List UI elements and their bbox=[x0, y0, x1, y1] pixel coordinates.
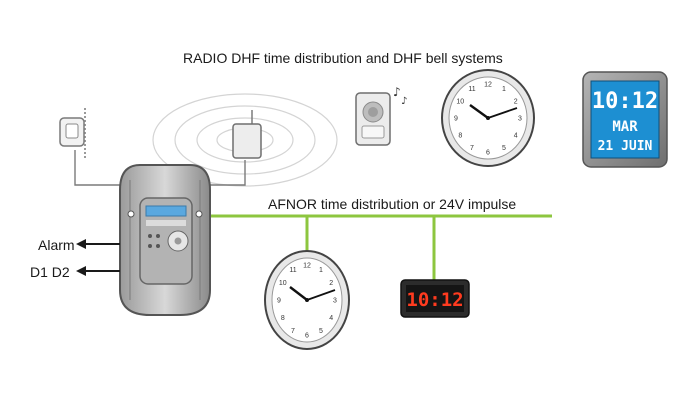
master-clock-unit bbox=[119, 164, 211, 316]
lcd-clock-display: 10:12 MAR 21 JUIN bbox=[582, 71, 668, 168]
lcd-day: 21 JUIN bbox=[598, 139, 653, 154]
clock-numeral: 2 bbox=[514, 99, 518, 106]
alarm-label: Alarm bbox=[38, 237, 75, 253]
clock-numeral: 12 bbox=[484, 82, 492, 89]
clock-numeral: 11 bbox=[468, 86, 475, 93]
svg-text:♪: ♪ bbox=[401, 96, 407, 107]
clock-numeral: 10 bbox=[279, 280, 287, 287]
output-arrows bbox=[76, 239, 120, 276]
led-digital-clock: 10:12 bbox=[400, 279, 470, 318]
clock-numeral: 9 bbox=[277, 298, 281, 305]
clock-numeral: 8 bbox=[458, 133, 462, 140]
d1-d2-label: D1 D2 bbox=[30, 264, 70, 280]
clock-numeral: 5 bbox=[502, 145, 506, 152]
lcd-month: MAR bbox=[612, 119, 638, 135]
clock-numeral: 8 bbox=[281, 315, 285, 322]
clock-numeral: 3 bbox=[333, 298, 337, 305]
clock-numeral: 6 bbox=[486, 150, 490, 157]
clock-numeral: 5 bbox=[319, 328, 323, 335]
clock-numeral: 1 bbox=[502, 86, 506, 93]
clock-numeral: 4 bbox=[514, 133, 518, 140]
clock-numeral: 6 bbox=[305, 333, 309, 340]
clock-numeral: 11 bbox=[289, 267, 296, 274]
clock-numeral: 9 bbox=[454, 116, 458, 123]
afnor-system-title: AFNOR time distribution or 24V impulse bbox=[268, 196, 517, 212]
clock-numeral: 7 bbox=[291, 328, 295, 335]
dhf-bell-icon: ♪ ♪ bbox=[355, 85, 407, 146]
led-time: 10:12 bbox=[406, 289, 463, 311]
wall-antenna-icon bbox=[59, 108, 86, 158]
clock-numeral: 2 bbox=[329, 280, 333, 287]
lcd-time: 10:12 bbox=[592, 89, 658, 114]
clock-numeral: 3 bbox=[518, 116, 522, 123]
afnor-bus-lines bbox=[203, 214, 552, 280]
radio-transmitter-icon bbox=[232, 110, 262, 159]
clock-numeral: 4 bbox=[329, 315, 333, 322]
antenna-cables bbox=[74, 150, 246, 186]
clock-numeral: 1 bbox=[319, 267, 323, 274]
clock-numeral: 7 bbox=[470, 145, 474, 152]
clock-numeral: 10 bbox=[456, 99, 464, 106]
radio-system-title: RADIO DHF time distribution and DHF bell… bbox=[183, 50, 503, 66]
clock-numeral: 12 bbox=[303, 263, 311, 270]
svg-text:♪: ♪ bbox=[393, 85, 401, 99]
